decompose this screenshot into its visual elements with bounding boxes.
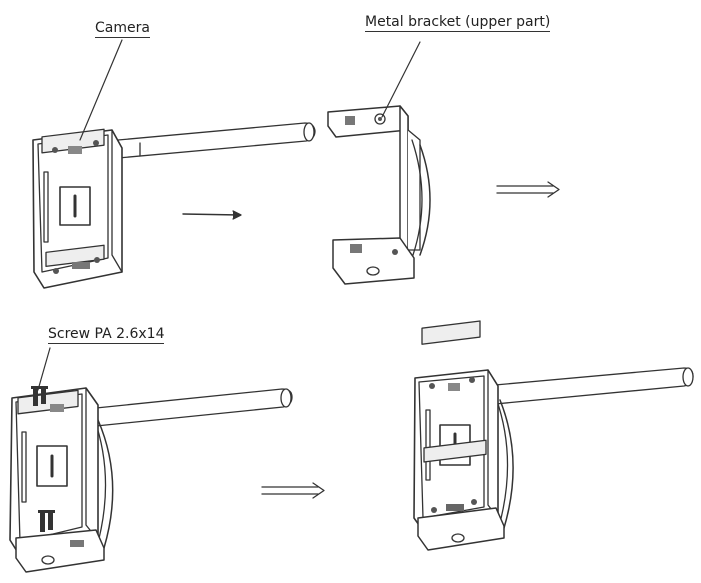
arrow-right-1	[182, 210, 242, 220]
bracket-label: Metal bracket (upper part)	[365, 14, 551, 32]
double-arrow-2	[261, 482, 325, 499]
camera-label: Camera	[95, 20, 150, 38]
metal-bracket-top	[327, 105, 431, 285]
screw-label: Screw PA 2.6x14	[48, 326, 165, 344]
camera-unit-top	[32, 122, 316, 289]
screw-bottom-icon	[38, 510, 55, 532]
screw-leader-line	[37, 347, 51, 391]
assembly-with-screws	[9, 386, 293, 573]
final-assembly	[413, 320, 694, 551]
screw-top-icon	[31, 386, 48, 406]
bracket-leader-line	[381, 41, 421, 118]
camera-leader-line	[79, 39, 123, 141]
double-arrow-1	[496, 181, 560, 198]
antenna-top	[117, 122, 316, 159]
